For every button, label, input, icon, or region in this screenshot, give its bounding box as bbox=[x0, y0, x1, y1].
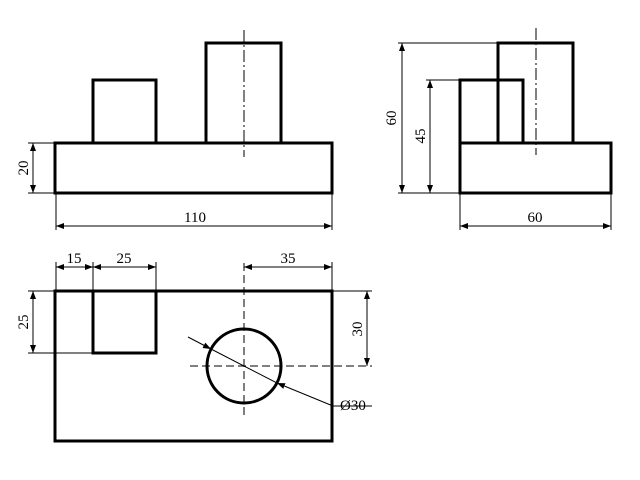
dim-label: 30 bbox=[350, 322, 366, 337]
dim-front-height: 20 bbox=[16, 142, 55, 194]
dim-label: 45 bbox=[413, 129, 429, 144]
dim-label: 25 bbox=[16, 315, 32, 330]
dim-top-hole-y: 30 bbox=[332, 290, 372, 366]
dim-side-width: 60 bbox=[459, 193, 612, 230]
top-square bbox=[91, 289, 158, 355]
dim-label: 110 bbox=[184, 210, 206, 226]
dim-hole-diameter: Ø30 bbox=[187, 336, 372, 414]
dim-label: 60 bbox=[384, 111, 400, 126]
front-tall-block bbox=[204, 41, 283, 145]
side-back-block bbox=[458, 78, 525, 145]
dim-top-offsets: 15 25 bbox=[55, 251, 157, 291]
dim-label: 60 bbox=[528, 210, 543, 226]
top-view: 15 25 35 25 30 Ø30 bbox=[16, 251, 372, 443]
top-outline bbox=[53, 289, 334, 443]
side-view: 60 45 60 bbox=[384, 28, 613, 230]
dim-label: 15 bbox=[67, 251, 82, 267]
dim-top-square-depth: 25 bbox=[16, 290, 93, 354]
front-view: 20 110 bbox=[16, 30, 334, 230]
dim-side-total-height: 60 bbox=[384, 42, 498, 194]
dim-top-hole-x: 35 bbox=[244, 251, 333, 291]
front-base bbox=[53, 141, 334, 195]
dim-side-block-height: 45 bbox=[413, 79, 460, 193]
dim-label: 25 bbox=[117, 251, 132, 267]
front-small-block bbox=[91, 78, 158, 145]
dim-label: 20 bbox=[16, 161, 32, 176]
dim-label: Ø30 bbox=[340, 398, 366, 414]
dim-front-width: 110 bbox=[55, 193, 333, 230]
dim-label: 35 bbox=[281, 251, 296, 267]
